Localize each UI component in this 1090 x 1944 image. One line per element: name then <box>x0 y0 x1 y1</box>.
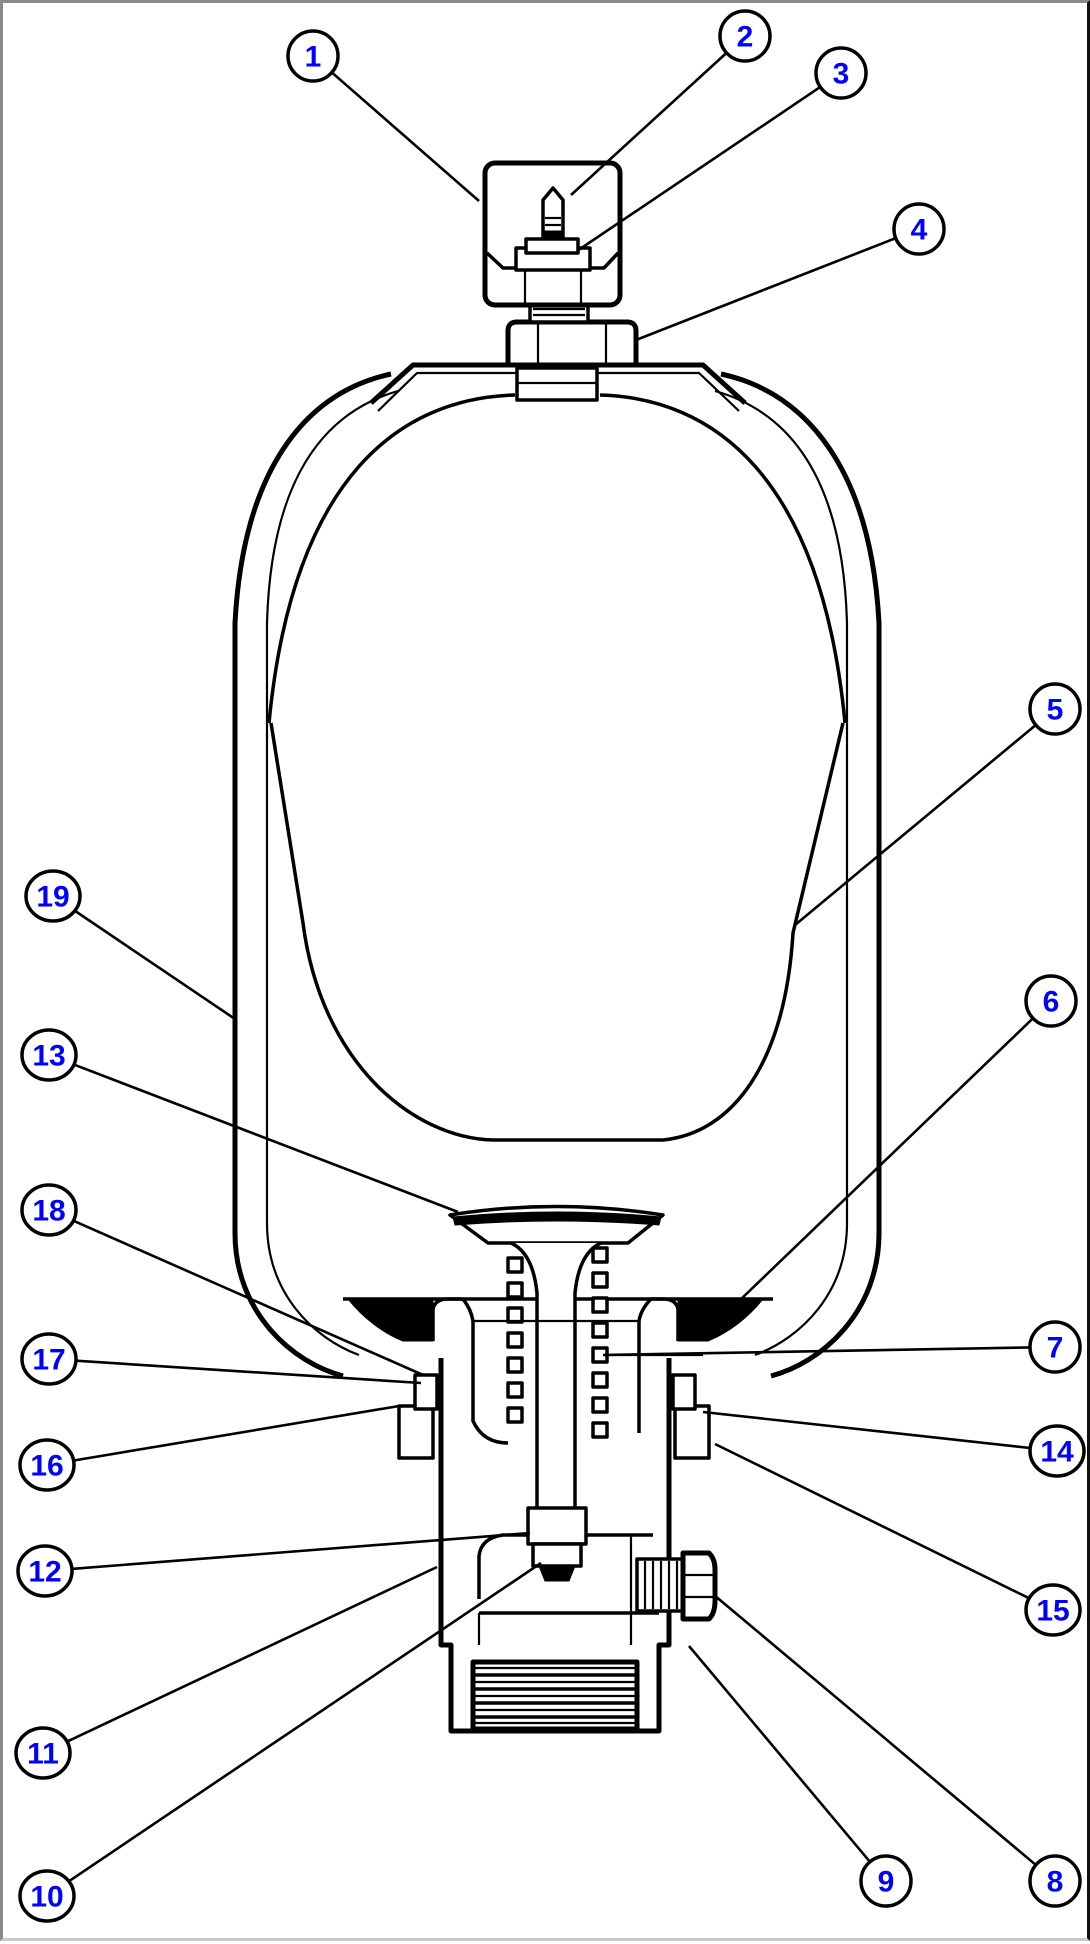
callout-circle <box>1024 1583 1082 1637</box>
callout-number: 11 <box>27 1738 59 1771</box>
callout-circle <box>18 1438 76 1492</box>
vessel-shell <box>232 371 882 1379</box>
leader-line-14 <box>702 1410 1033 1450</box>
leader-lines <box>65 51 1037 1884</box>
callout-circle <box>1028 1320 1082 1374</box>
callout-8[interactable]: 8 <box>1028 1854 1082 1908</box>
leader-line-11 <box>65 1565 438 1744</box>
leader-line-9 <box>688 1645 871 1863</box>
callout-circle <box>16 1544 74 1598</box>
callout-11[interactable]: 11 <box>14 1726 72 1780</box>
callout-number: 14 <box>1040 1436 1074 1469</box>
callout-number: 2 <box>737 21 754 54</box>
leader-line-15 <box>714 1442 1032 1601</box>
callout-circle <box>18 1869 76 1923</box>
callout-number: 13 <box>32 1040 65 1073</box>
callout-12[interactable]: 12 <box>16 1544 74 1598</box>
callout-6[interactable]: 6 <box>1024 974 1078 1028</box>
callout-3[interactable]: 3 <box>814 46 868 100</box>
callout-circle <box>814 46 868 100</box>
leader-line-16 <box>71 1404 400 1463</box>
seal-fills <box>343 1297 773 1342</box>
callout-17[interactable]: 17 <box>20 1332 78 1386</box>
callout-circle <box>1024 974 1078 1028</box>
port-threads <box>470 1659 640 1732</box>
callout-9[interactable]: 9 <box>859 1854 913 1908</box>
spring <box>506 1246 609 1439</box>
callout-7[interactable]: 7 <box>1028 1320 1082 1374</box>
leader-line-4 <box>635 236 897 342</box>
leader-line-19 <box>72 908 236 1021</box>
callout-number: 1 <box>305 41 322 74</box>
callout-number: 9 <box>878 1866 895 1899</box>
callout-number: 10 <box>30 1881 63 1914</box>
leader-line-17 <box>73 1359 422 1385</box>
leader-line-18 <box>71 1218 424 1377</box>
callout-circle <box>892 202 946 256</box>
callout-4[interactable]: 4 <box>892 202 946 256</box>
top-bracket <box>369 362 747 412</box>
leader-line-2 <box>570 51 728 196</box>
callout-number: 16 <box>30 1450 63 1483</box>
gas-valve-nut <box>505 301 639 368</box>
callout-2[interactable]: 2 <box>718 9 772 63</box>
callout-number: 6 <box>1043 986 1060 1019</box>
callout-circle <box>718 9 772 63</box>
callout-circle <box>1028 1424 1086 1478</box>
callout-circle <box>20 1332 78 1386</box>
callout-number: 5 <box>1047 694 1064 727</box>
stem-nut <box>526 1506 588 1582</box>
bladder <box>269 722 845 1142</box>
side-port-plug <box>635 1550 718 1622</box>
leader-line-8 <box>713 1594 1037 1866</box>
callout-circle <box>859 1854 913 1908</box>
callout-number: 3 <box>833 58 850 91</box>
leader-line-13 <box>71 1062 459 1214</box>
callout-number: 19 <box>36 881 69 914</box>
callout-circle <box>1028 682 1082 736</box>
leader-line-10 <box>67 1561 542 1884</box>
leader-line-1 <box>330 71 480 202</box>
poppet-valve <box>448 1204 665 1515</box>
leader-line-6 <box>738 1017 1034 1302</box>
callout-circle <box>24 869 82 923</box>
callout-number: 4 <box>911 214 928 247</box>
callout-1[interactable]: 1 <box>286 29 340 83</box>
callout-19[interactable]: 19 <box>24 869 82 923</box>
callout-5[interactable]: 5 <box>1028 682 1082 736</box>
callout-circle <box>20 1028 78 1082</box>
gas-valve-core <box>524 186 580 255</box>
callout-circle <box>14 1726 72 1780</box>
callout-number: 17 <box>32 1344 65 1377</box>
callout-number: 18 <box>32 1195 65 1228</box>
callout-10[interactable]: 10 <box>18 1869 76 1923</box>
leader-line-5 <box>794 723 1037 926</box>
leader-line-3 <box>576 85 821 253</box>
callout-15[interactable]: 15 <box>1024 1583 1082 1637</box>
callout-14[interactable]: 14 <box>1028 1424 1086 1478</box>
callout-number: 12 <box>28 1556 61 1589</box>
leader-line-12 <box>69 1531 531 1571</box>
callout-16[interactable]: 16 <box>18 1438 76 1492</box>
callout-circle <box>286 29 340 83</box>
leader-line-7 <box>602 1346 1031 1357</box>
callout-13[interactable]: 13 <box>20 1028 78 1082</box>
callout-number: 7 <box>1047 1332 1064 1365</box>
callout-number: 8 <box>1047 1866 1064 1899</box>
callout-circle <box>1028 1854 1082 1908</box>
callout-number: 15 <box>1036 1595 1069 1628</box>
callout-circle <box>20 1183 78 1237</box>
callout-18[interactable]: 18 <box>20 1183 78 1237</box>
